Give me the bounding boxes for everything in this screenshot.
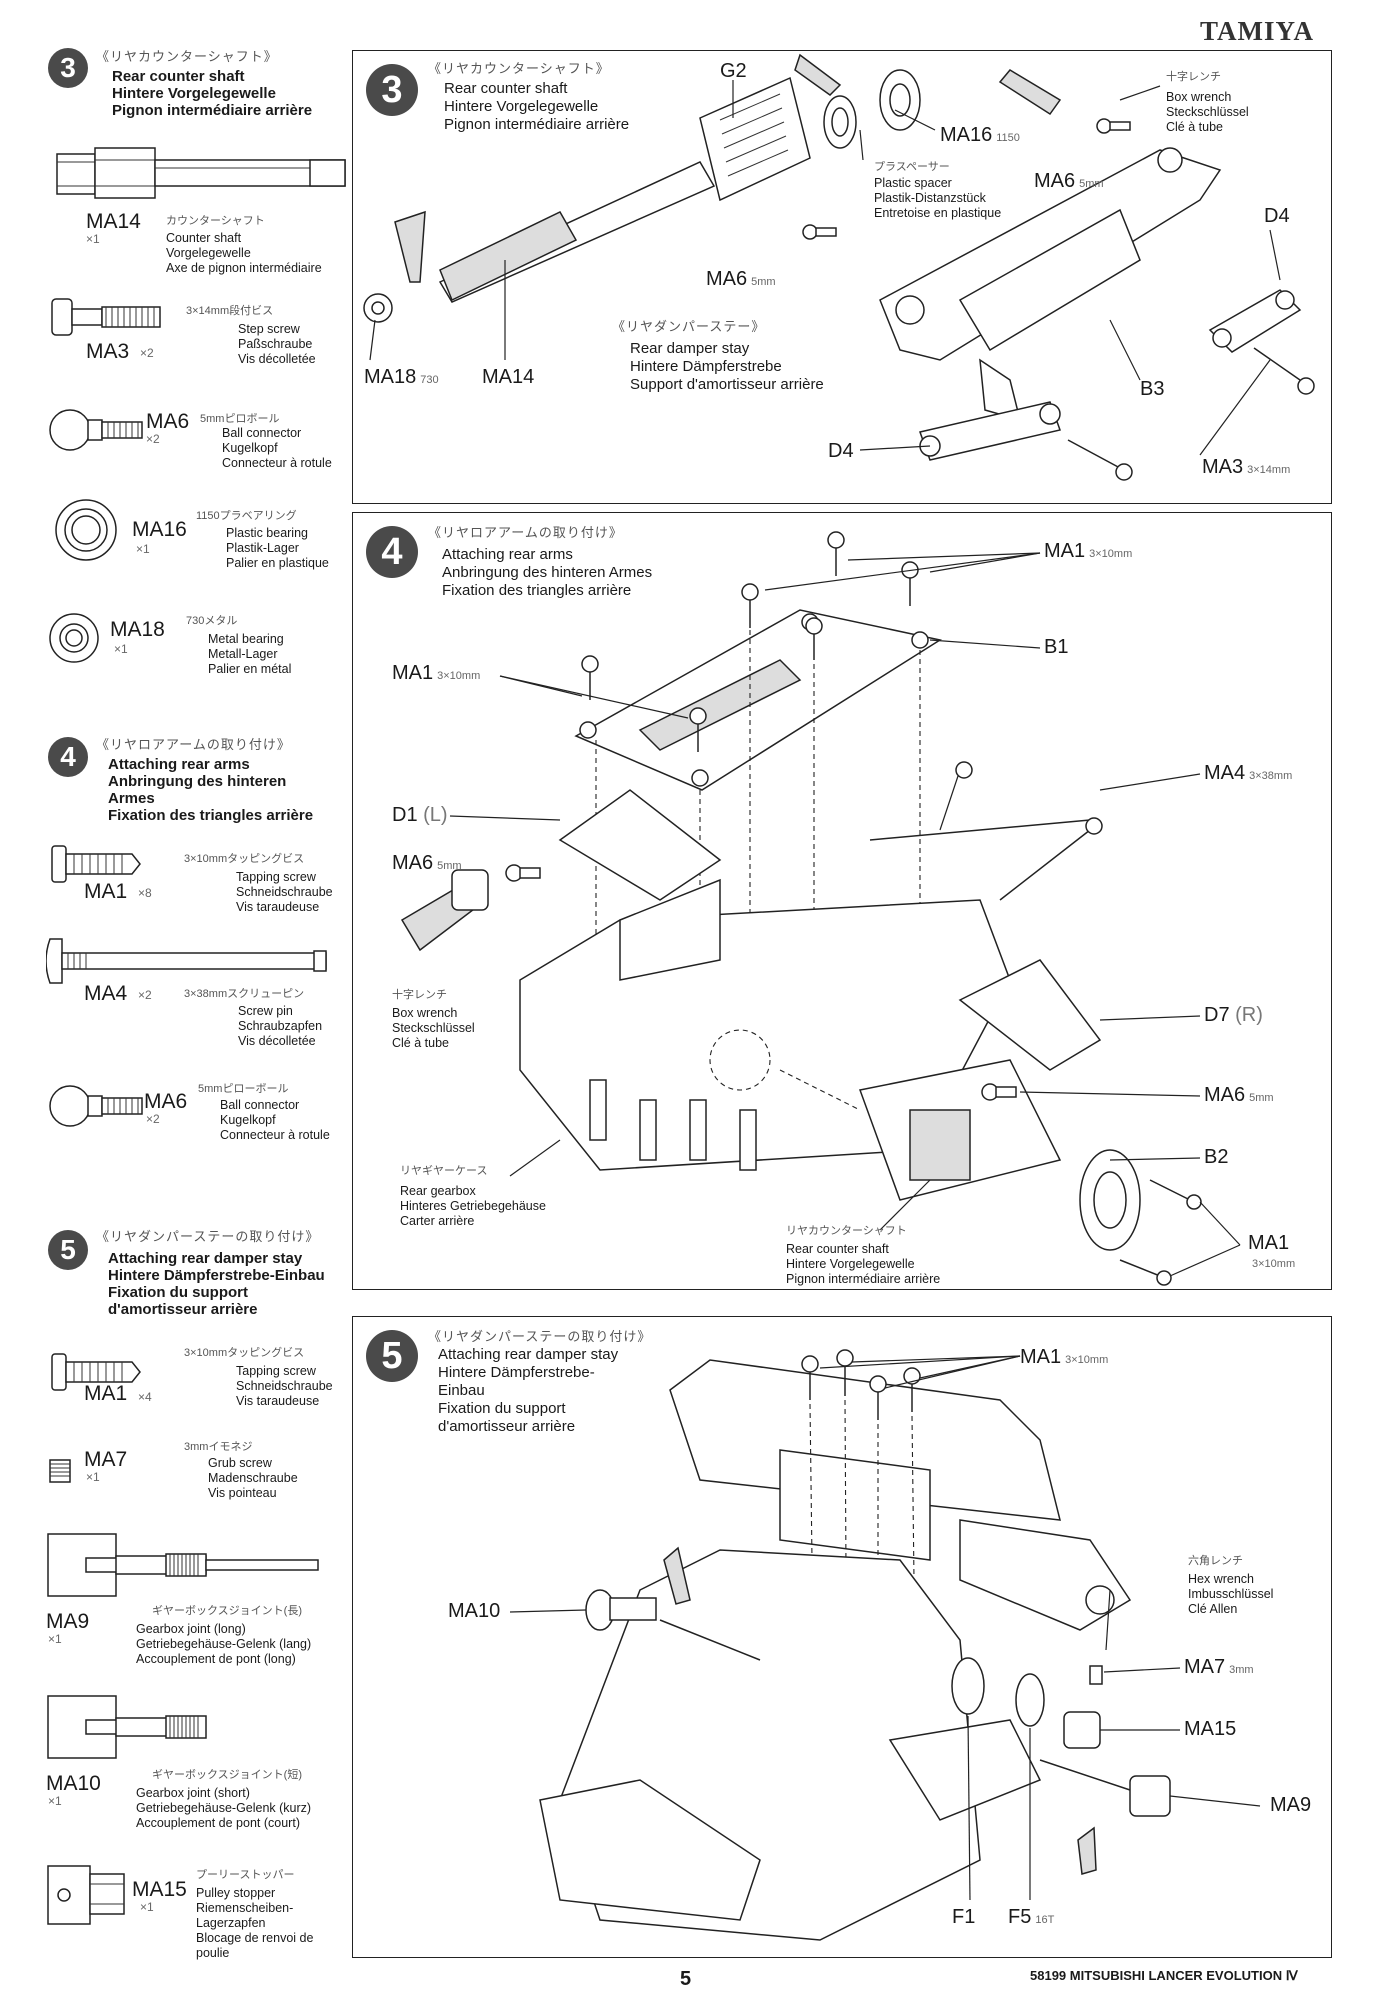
step-number-badge: 5 (366, 1330, 418, 1382)
step-number-badge: 5 (48, 1230, 88, 1270)
ball-connector-icon (49, 1085, 143, 1127)
part-code-ma10: MA10 (46, 1772, 101, 1795)
part-code-ma16: MA16 (132, 518, 187, 541)
gearbox-joint-long-icon (47, 1533, 319, 1597)
part-code-ma6: MA6 (146, 410, 190, 433)
part-code-ma15: MA15 (132, 1878, 187, 1901)
plastic-bearing-icon (55, 499, 117, 561)
pulley-stopper-icon (47, 1865, 125, 1925)
part-code-ma9: MA9 (46, 1610, 90, 1633)
part-code-ma1: MA1 (84, 880, 128, 903)
tapping-screw-icon (51, 1353, 141, 1391)
grub-screw-icon (49, 1459, 71, 1483)
gearbox-joint-short-icon (47, 1695, 207, 1759)
step-number-badge: 4 (48, 737, 88, 777)
metal-bearing-icon (49, 613, 99, 663)
part-code-ma18: MA18 (110, 618, 165, 641)
step-number-badge: 4 (366, 526, 418, 578)
part-code-ma7: MA7 (84, 1448, 128, 1471)
step-number-badge: 3 (366, 64, 418, 116)
ball-connector-icon (49, 409, 143, 451)
step-number-badge: 3 (48, 48, 88, 88)
step-title-jp: 《リヤカウンターシャフト》 (96, 49, 278, 64)
brand-logo: TAMIYA (1200, 16, 1315, 46)
step3-panel (352, 50, 1332, 504)
part-code-ma1: MA1 (84, 1382, 128, 1405)
step-screw-icon (51, 298, 161, 336)
counter-shaft-diagram (56, 147, 346, 199)
page-number: 5 (680, 1968, 692, 1990)
step4-panel (352, 512, 1332, 1290)
model-name: 58199 MITSUBISHI LANCER EVOLUTION Ⅳ (1030, 1968, 1298, 1983)
screw-pin-icon (46, 938, 327, 984)
part-code-ma3: MA3 (86, 340, 130, 363)
step5-panel (352, 1316, 1332, 1958)
tapping-screw-icon (51, 845, 141, 883)
part-code-ma6: MA6 (144, 1090, 188, 1113)
part-code-ma14: MA14 (86, 210, 141, 233)
part-code-ma4: MA4 (84, 982, 128, 1005)
